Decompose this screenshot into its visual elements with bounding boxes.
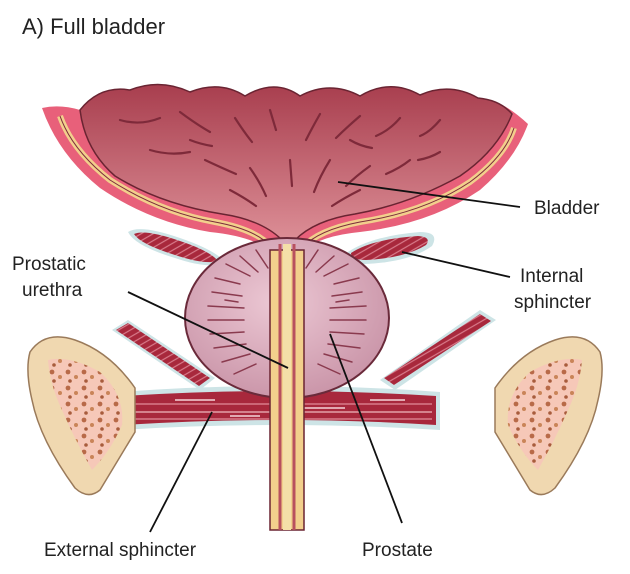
right-diagonal-muscle (380, 310, 496, 390)
leader-prostate (329, 333, 403, 524)
left-diagonal-muscle (112, 320, 215, 390)
label-internal-sphincter-line1: Internal (520, 266, 583, 287)
leader-external-sphincter (149, 411, 213, 533)
label-prostatic-urethra-line2: urethra (22, 280, 83, 301)
label-prostate: Prostate (362, 540, 433, 561)
leader-bladder (337, 181, 521, 208)
leader-internal-sphincter (401, 251, 511, 278)
label-bladder: Bladder (534, 198, 600, 219)
left-internal-sphincter-muscle (128, 229, 225, 266)
urethra (269, 244, 305, 531)
label-external-sphincter: External sphincter (44, 540, 197, 561)
bladder (42, 83, 528, 262)
left-pelvic-bone (27, 336, 136, 496)
label-internal-sphincter-line2: sphincter (514, 292, 592, 313)
label-prostatic-urethra-line1: Prostatic (12, 254, 86, 275)
leader-prostatic-urethra (127, 291, 289, 369)
right-pelvic-bone (494, 336, 603, 496)
diagram-title: A) Full bladder (22, 14, 165, 39)
right-internal-sphincter-muscle (345, 232, 435, 264)
